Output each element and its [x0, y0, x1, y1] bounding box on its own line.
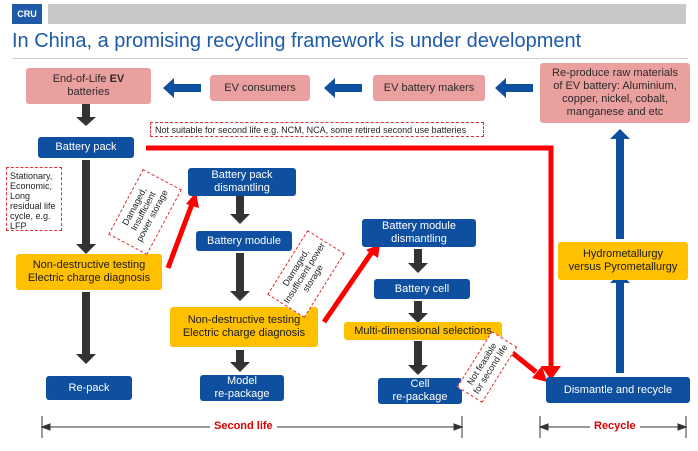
cell-repackage-box: Cell re-package	[378, 378, 462, 404]
arrow-ndt2-to-moddismantling	[321, 250, 375, 324]
arrow-module-to-ndt2	[230, 253, 250, 301]
arrow-reproduce-to-makers	[495, 78, 533, 98]
repack-box: Re-pack	[46, 376, 132, 400]
second-life-label: Second life	[210, 420, 277, 432]
arrow-recycle-to-hydro	[610, 273, 630, 373]
eol-suffix: batteries	[67, 86, 110, 98]
hydrometallurgy-box: Hydrometallurgy versus Pyrometallurgy	[558, 242, 688, 280]
eol-prefix: End-of-Life	[52, 73, 107, 85]
arrow-consumers-to-eol	[163, 78, 201, 98]
ndt-left-line2: Electric charge diagnosis	[27, 272, 151, 284]
stationary-note: Stationary, Economic, Long residual life…	[6, 167, 62, 231]
arrowhead-pack-to-recycle	[541, 366, 561, 380]
arrow-cell-to-multi	[408, 301, 428, 323]
logo-text: CRU	[17, 9, 37, 19]
ndt-left-line1: Non-destructive testing	[32, 259, 146, 271]
eol-bold-ev: EV	[109, 73, 125, 85]
hydro-line1: Hydrometallurgy	[582, 248, 664, 260]
dismantle-recycle-box: Dismantle and recycle	[546, 377, 690, 403]
module-dismantling-box: Battery module dismantling	[362, 219, 476, 247]
cell-line1: Cell	[410, 378, 430, 390]
recycle-label: Recycle	[590, 420, 640, 432]
reproduce-raw-materials-box: Re-produce raw materials of EV battery: …	[540, 63, 690, 123]
arrow-ndt2-to-model	[230, 350, 250, 372]
arrow-multi-to-cellrepack	[408, 341, 428, 375]
ndt-mid-line2: Electric charge diagnosis	[182, 327, 306, 339]
hydro-line2: versus Pyrometallurgy	[568, 261, 678, 273]
ev-consumers-box: EV consumers	[210, 75, 310, 101]
title-divider	[12, 58, 688, 59]
arrowhead-multi-to-recycle	[532, 366, 547, 382]
pack-dismantling-box: Battery pack dismantling	[188, 168, 296, 196]
battery-module-box: Battery module	[196, 231, 292, 251]
arrow-ndt-to-dismantling	[165, 203, 195, 269]
arrow-dismantling-to-module	[230, 196, 250, 224]
model-repackage-box: Model re-package	[200, 375, 284, 401]
ndt-diagnosis-box-middle: Non-destructive testing Electric charge …	[170, 307, 318, 347]
page-title: In China, a promising recycling framewor…	[12, 30, 582, 52]
arrow-eol-to-pack	[76, 104, 96, 126]
arrowhead-ndt-to-dismantling	[186, 192, 199, 208]
cru-logo: CRU	[12, 4, 42, 24]
ndt-mid-line1: Non-destructive testing	[187, 314, 301, 326]
model-line1: Model	[227, 375, 257, 387]
arrow-ndt-to-repack	[76, 292, 96, 364]
cell-line2: re-package	[392, 391, 448, 403]
header-bar	[48, 4, 686, 24]
battery-cell-box: Battery cell	[374, 279, 470, 299]
ndt-diagnosis-box-left: Non-destructive testing Electric charge …	[16, 254, 162, 290]
battery-pack-box: Battery pack	[38, 137, 134, 158]
arrow-makers-to-consumers	[324, 78, 362, 98]
arrow-pack-to-recycle	[146, 145, 554, 366]
arrowhead-ndt2-to-moddismantling	[366, 244, 380, 258]
eol-ev-batteries-box: End-of-Life EV batteries	[26, 68, 151, 104]
not-suitable-note: Not suitable for second life e.g. NCM, N…	[150, 122, 484, 137]
arrow-moddismantling-to-cell	[408, 249, 428, 273]
arrow-pack-to-ndt	[76, 160, 96, 254]
ev-battery-makers-box: EV battery makers	[373, 75, 485, 101]
multi-dimensional-selections-box: Multi-dimensional selections	[344, 322, 502, 340]
model-line2: re-package	[214, 388, 270, 400]
arrow-hydro-to-reproduce	[610, 129, 630, 239]
